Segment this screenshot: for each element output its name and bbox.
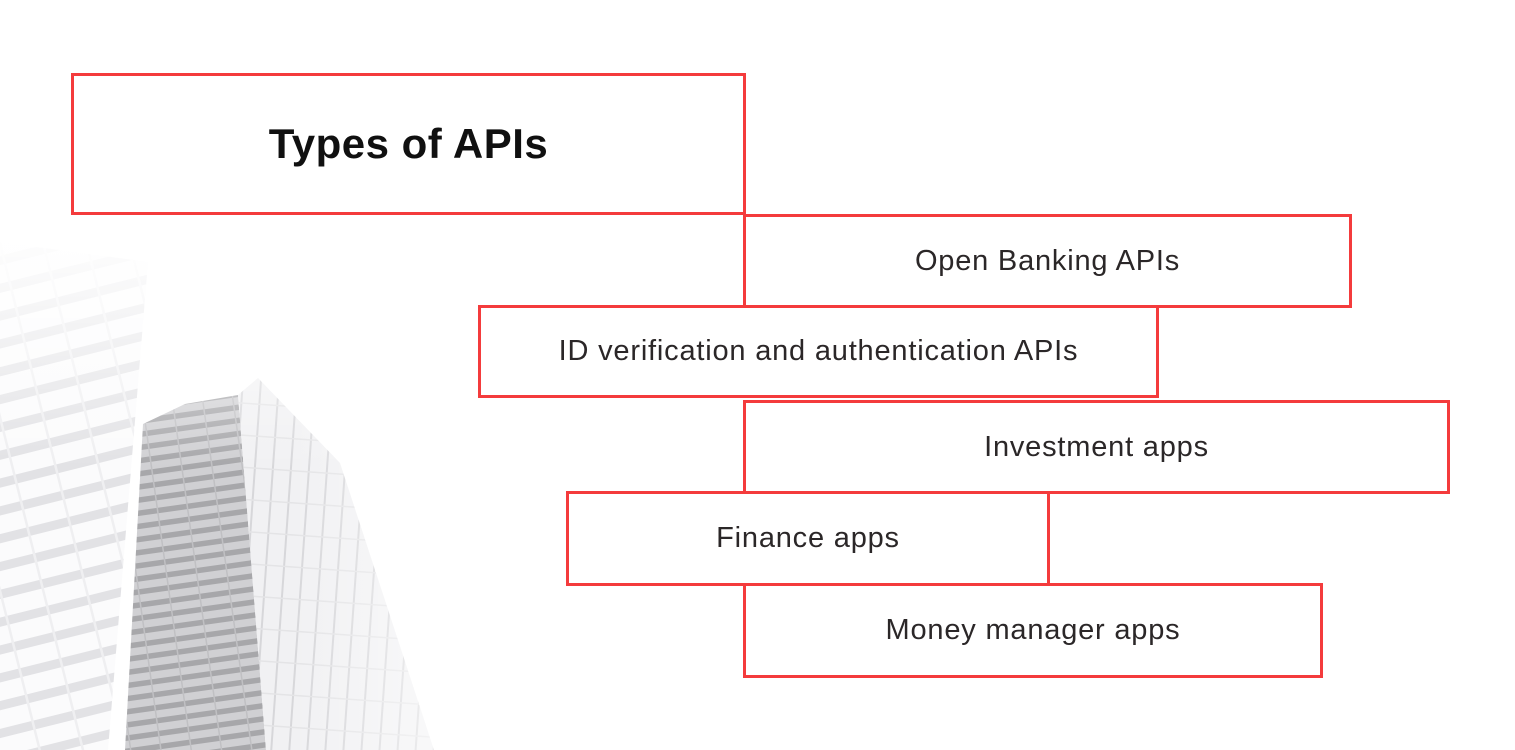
diagram-title: Types of APIs <box>268 120 549 167</box>
node-label: Investment apps <box>984 430 1209 463</box>
node-money-manager-apps: Money manager apps <box>743 583 1323 678</box>
node-finance-apps: Finance apps <box>566 491 1050 586</box>
node-open-banking-apis: Open Banking APIs <box>743 214 1352 308</box>
diagram-title-box: Types of APIs <box>71 73 746 215</box>
node-id-verification-apis: ID verification and authentication APIs <box>478 305 1159 398</box>
node-investment-apps: Investment apps <box>743 400 1450 494</box>
node-label: Open Banking APIs <box>914 244 1181 277</box>
node-label: Money manager apps <box>885 614 1181 646</box>
node-label: ID verification and authentication APIs <box>558 335 1079 367</box>
skyscrapers-image <box>0 228 440 750</box>
node-label: Finance apps <box>716 522 900 554</box>
